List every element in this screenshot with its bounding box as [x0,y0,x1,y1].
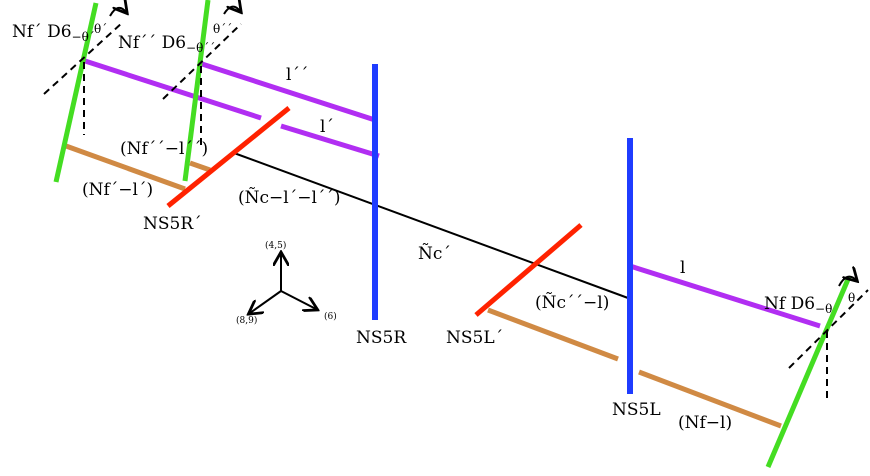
ns5r-prime-brane [166,106,291,208]
label-l-prime: l´ [320,117,334,137]
label-nf-minus-l: (Nf−l) [678,413,732,433]
label-ns5l: NS5L [612,400,661,420]
label-nc-dprime-minus-l: (Ñc´´−l) [535,292,609,313]
label-ns5r: NS5R [356,328,407,348]
axis-89-arrow [250,290,282,313]
d4-l-double-prime [201,61,376,123]
rotation-arrow-theta-dprime [223,7,240,14]
label-l-dprime: l´´ [286,65,308,85]
d4-l-prime-right [280,123,380,159]
label-nc-tilde-minus: (Ñc−l´−l´´) [238,187,341,208]
dashed-guide [788,289,869,369]
label-nf-d6-theta-prime: Nf´ D6 [12,22,72,42]
dashed-guide [162,23,242,100]
ns5l-prime-brane [474,223,583,317]
d6-theta-dprime-brane [182,0,211,182]
label-axis-45: (4,5) [265,240,286,251]
d4-nf-prime-minus-l-prime [65,143,186,192]
dashed-guide [43,21,124,95]
label-ns5l-prime: NS5L´ [446,328,503,348]
d4-nf-minus-l-right [638,369,782,429]
label-nf-d6-theta-prime-sub: −θ´ [72,30,95,44]
label-nc-tilde-prime: Ñc´ [418,243,451,264]
label-axis-89: (8,9) [236,315,257,326]
label-nf-d6-theta-dprime: Nf´´ D6 [118,33,186,53]
axis-6-arrow [280,290,316,309]
color-brane-line [233,152,629,299]
rotation-arrow-theta [838,277,856,287]
d4-l [629,263,821,329]
label-theta: θ [848,291,855,305]
label-ns5r-prime: NS5R´ [143,214,202,234]
svg-text:Nf´ D6−θ´: Nf´ D6−θ´ [12,22,95,44]
label-l: l [680,258,685,278]
label-nf-d6-theta: Nf D6 [764,294,815,314]
svg-text:Nf´´ D6−θ´´: Nf´´ D6−θ´´ [118,33,215,55]
label-axis-6: (6) [324,311,337,322]
svg-text:Nf D6−θ: Nf D6−θ [764,294,832,316]
rotation-arrow-theta-prime [109,8,126,17]
label-nf-prime-minus-l-prime: (Nf´−l´) [82,180,153,200]
label-nf-dprime-minus-l-dprime: (Nf´´−l´´) [120,139,208,159]
label-theta-dprime: θ´´ [213,22,232,36]
label-nf-d6-theta-sub: −θ [815,302,832,316]
d4-nf-minus-l-left [487,307,619,362]
label-theta-prime: θ´ [94,22,107,36]
d4-nf-dprime-minus-l-dprime [189,160,211,173]
d6-theta-prime-brane [53,2,99,183]
d6-theta-brane [765,276,852,468]
label-nf-d6-theta-dprime-sub: −θ´´ [186,41,215,55]
d4-l-prime-left [81,57,262,121]
